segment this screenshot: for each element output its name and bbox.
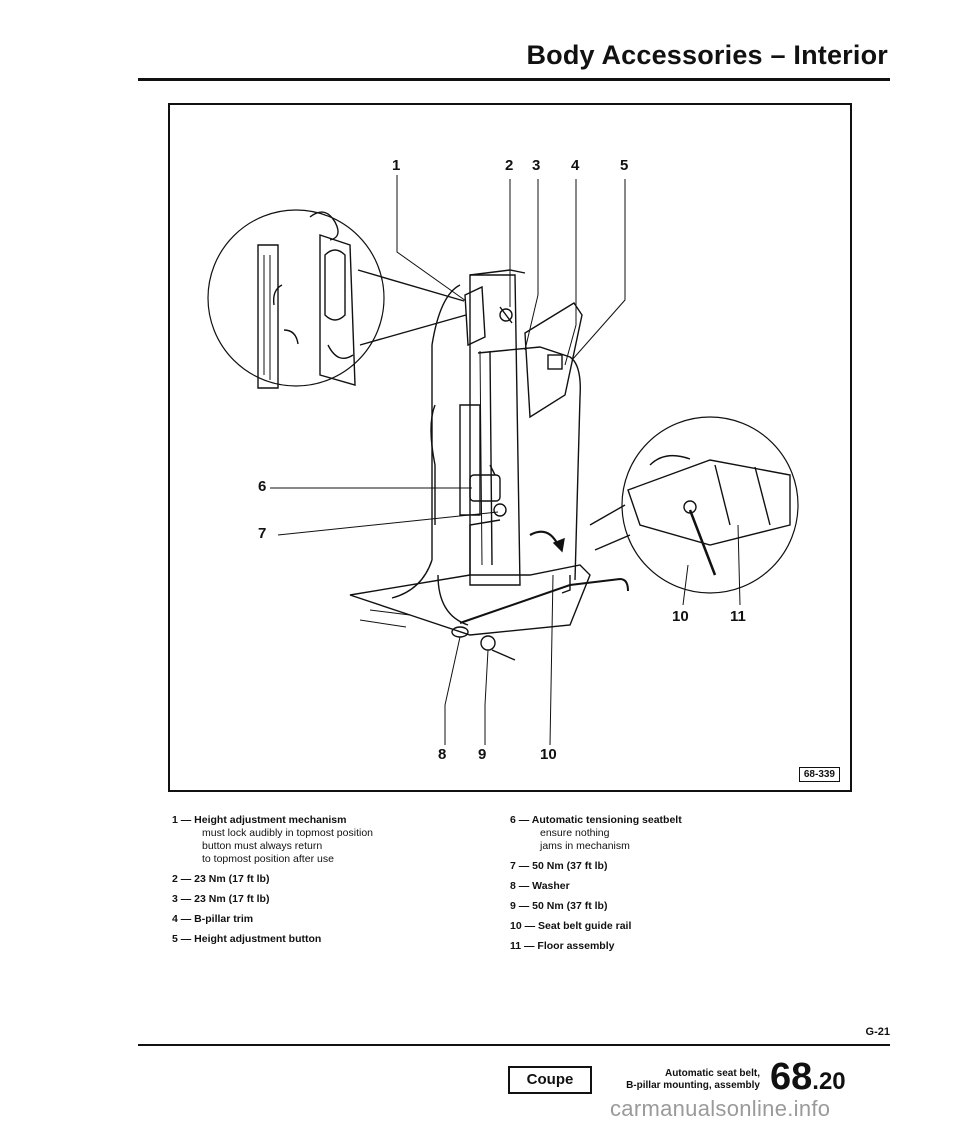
legend-item-4: 4 — B-pillar trim (172, 913, 254, 925)
callout-8: 8 (438, 746, 447, 763)
watermark: carmanualsonline.info (610, 1096, 831, 1121)
legend-item-8: 8 — Washer (510, 880, 570, 892)
callout-11: 11 (730, 608, 746, 625)
legend-right: 6 — Automatic tensioning seatbelt ensure… (510, 814, 830, 960)
callout-7: 7 (258, 525, 267, 542)
inset-detail-floor (621, 416, 799, 594)
legend-item-6: 6 — Automatic tensioning seatbelt ensure… (510, 814, 682, 852)
b-pillar-body (391, 269, 526, 599)
section-description: Automatic seat belt, B-pillar mounting, … (626, 1068, 760, 1091)
legend-item-2: 2 — 23 Nm (17 ft lb) (172, 873, 270, 885)
b-pillar-trim (524, 302, 583, 419)
assembly-drawing (207, 175, 799, 746)
callout-5: 5 (620, 157, 629, 174)
height-adjust-mechanism (464, 285, 486, 347)
legend-item-10: 10 — Seat belt guide rail (510, 920, 632, 932)
legend-item-3: 3 — 23 Nm (17 ft lb) (172, 893, 270, 905)
callout-9: 9 (478, 746, 487, 763)
callout-6: 6 (258, 478, 267, 495)
callout-2: 2 (505, 157, 514, 174)
callout-10-lower: 10 (540, 746, 557, 763)
seat-belt-guide-rail-upper (477, 346, 581, 581)
legend-item-9: 9 — 50 Nm (37 ft lb) (510, 900, 608, 912)
bolt-9 (480, 635, 496, 651)
legend-left: 1 — Height adjustment mechanism must loc… (172, 814, 472, 953)
callout-3: 3 (532, 157, 541, 174)
automatic-tensioner (469, 474, 501, 502)
legend-item-11: 11 — Floor assembly (510, 940, 615, 952)
callout-1: 1 (392, 157, 401, 174)
model-badge: Coupe (508, 1066, 592, 1094)
floor-assembly (349, 519, 591, 636)
inset-detail-mechanism (207, 209, 385, 389)
legend-item-7: 7 — 50 Nm (37 ft lb) (510, 860, 608, 872)
seat-belt-guide-rail-floor (459, 577, 629, 624)
callout-4: 4 (571, 157, 580, 174)
bolt-7 (493, 503, 507, 517)
legend-item-5: 5 — Height adjustment button (172, 933, 322, 945)
legend-item-1: 1 — Height adjustment mechanism must loc… (172, 814, 373, 865)
footer-rule (138, 1044, 890, 1046)
height-adjust-button (547, 354, 563, 370)
header-rule (138, 78, 890, 81)
assembly-figure: 1 2 3 4 5 6 7 8 9 10 10 11 68-339 (168, 103, 852, 792)
section-number: 68.20 (770, 1056, 846, 1098)
page-title: Body Accessories – Interior (526, 40, 888, 70)
page-id: G-21 (865, 1026, 890, 1038)
bolt-2 (499, 308, 513, 322)
callout-10-upper: 10 (672, 608, 689, 625)
figure-code: 68-339 (798, 767, 840, 782)
